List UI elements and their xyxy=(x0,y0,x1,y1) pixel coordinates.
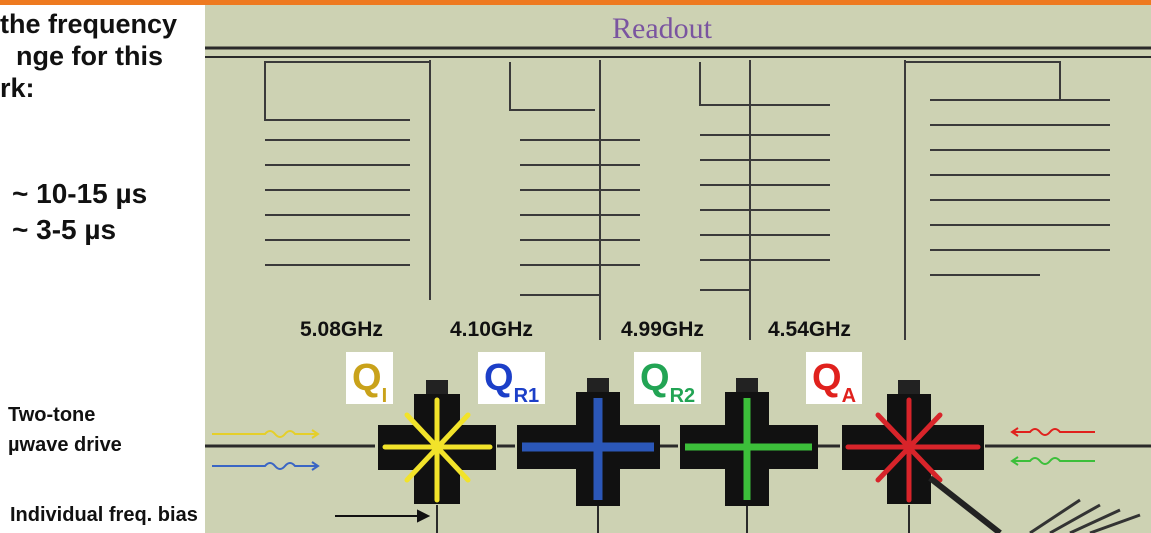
freq-label-qr2: 4.99GHz xyxy=(621,318,704,341)
resonator-4 xyxy=(904,60,1110,340)
arrow-green-right xyxy=(1010,456,1019,466)
resonator-3 xyxy=(699,60,830,340)
readout-line xyxy=(205,46,1151,58)
drive-pulses-left xyxy=(212,429,320,471)
resonators xyxy=(264,60,1110,340)
qubit-r2-cross xyxy=(680,378,818,506)
qubit-letter: Q xyxy=(640,357,670,399)
qubit-subscript: R2 xyxy=(669,385,696,407)
qubit-a-cross xyxy=(842,380,1141,533)
drive-label-line-2: µwave drive xyxy=(8,434,122,456)
qubit-letter: Q xyxy=(484,357,514,399)
coherence-time-2: ~ 3-5 µs xyxy=(12,214,117,245)
qubit-i-cross xyxy=(378,380,496,504)
bias-arrow xyxy=(335,509,431,523)
bias-lines xyxy=(436,505,910,533)
qubit-subscript: R1 xyxy=(513,385,540,407)
resonator-1 xyxy=(264,60,431,300)
left-text-block: the frequency nge for this rk: xyxy=(0,8,177,104)
qubit-letter: Q xyxy=(812,357,842,399)
pulse-yellow-left xyxy=(212,430,310,438)
freq-label-qa: 4.54GHz xyxy=(768,318,851,341)
freq-label-qi: 5.08GHz xyxy=(300,318,383,341)
bias-label: Individual freq. bias xyxy=(10,504,198,526)
qubit-subscript: I xyxy=(381,385,388,407)
qubit-subscript: A xyxy=(841,385,857,407)
accent-bar xyxy=(0,0,1151,5)
pulse-red-right xyxy=(1018,428,1095,436)
freq-label-qr1: 4.10GHz xyxy=(450,318,533,341)
coherence-time-1: ~ 10-15 µs xyxy=(12,178,148,209)
arrow-blue-left xyxy=(310,461,320,471)
pulse-blue-left xyxy=(212,462,310,470)
left-text-line-2: nge for this xyxy=(16,41,163,71)
qubit-letter: Q xyxy=(352,357,382,399)
drive-label-line-1: Two-tone xyxy=(8,404,96,426)
readout-label: Readout xyxy=(612,12,712,45)
drive-pulses-right xyxy=(1010,427,1095,466)
qubit-label-qr1: QR1 xyxy=(478,352,546,407)
arrow-red-right xyxy=(1010,427,1019,437)
resonator-2 xyxy=(509,60,640,340)
qubit-label-qr2: QR2 xyxy=(634,352,702,407)
qubit-label-qi: QI xyxy=(346,352,394,407)
arrow-yellow-left xyxy=(310,429,320,439)
left-text-line-1: the frequency xyxy=(0,9,178,39)
qubit-label-qa: QA xyxy=(806,352,863,407)
left-text-line-3: rk: xyxy=(0,73,35,103)
qubit-r1-cross xyxy=(517,378,660,506)
pulse-green-right xyxy=(1018,457,1095,465)
